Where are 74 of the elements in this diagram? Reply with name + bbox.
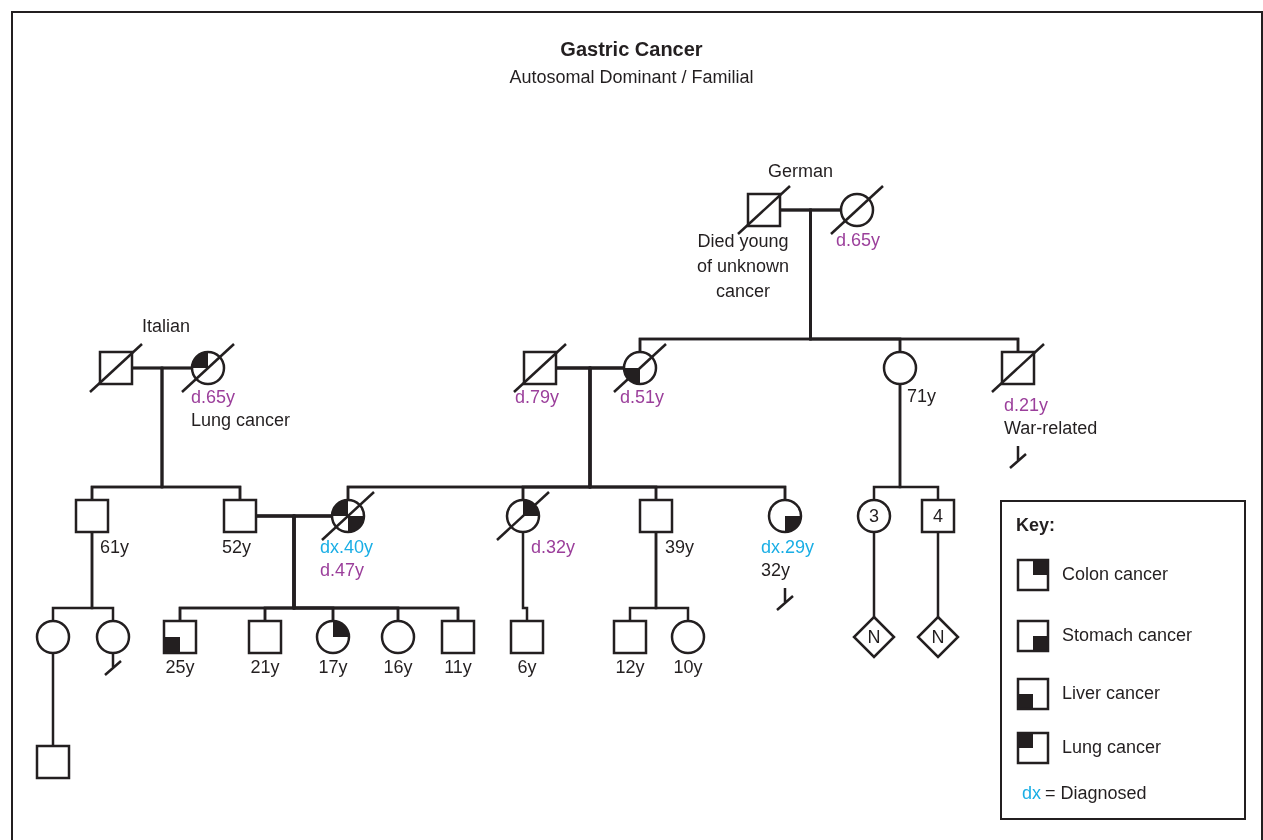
- annotation-text: 32y: [761, 559, 791, 582]
- female-circle: [317, 621, 349, 653]
- pedigree-line: [90, 532, 115, 621]
- annotation-text: War-related: [1004, 417, 1098, 440]
- male-square: [1002, 352, 1034, 384]
- annotation-text: 16y: [382, 656, 414, 679]
- subtitle: Autosomal Dominant / Familial: [508, 66, 755, 89]
- legend-text: Lung cancer: [1062, 736, 1162, 759]
- male-square: [164, 621, 196, 653]
- male-square: [524, 352, 556, 384]
- annotation-text: 39y: [665, 536, 695, 559]
- annotation-text: d.47y: [320, 559, 365, 582]
- pedigree-line: [51, 653, 55, 746]
- female-circle: [97, 621, 129, 653]
- female-circle: 3: [858, 500, 890, 532]
- annotation-text: 25y: [164, 656, 196, 679]
- annotation-text: d.51y: [620, 386, 665, 409]
- female-circle: [192, 352, 224, 384]
- male-square: [224, 500, 256, 532]
- male-square: [640, 500, 672, 532]
- annotation-text: dx.40y: [320, 536, 374, 559]
- male-square: [442, 621, 474, 653]
- diagram-title: Gastric Cancer: [559, 38, 704, 61]
- ethnicity-label: Italian: [142, 315, 191, 338]
- pedigree-line: [936, 532, 940, 617]
- annotation-text: d.65y: [836, 229, 881, 252]
- legend-text: = Diagnosed: [1045, 782, 1147, 805]
- annotation-text: 71y: [907, 385, 937, 408]
- annotation-text: 11y: [443, 656, 473, 679]
- legend-text: Colon cancer: [1062, 563, 1169, 586]
- pedigree-line: [654, 532, 690, 621]
- key-heading: Key:: [1016, 514, 1055, 537]
- ethnicity-label: German: [768, 160, 834, 183]
- pedigree-line: [160, 366, 242, 500]
- female-circle: [672, 621, 704, 653]
- note-text: Died young of unknown cancer: [695, 230, 791, 303]
- female-circle: [841, 194, 873, 226]
- annotation-text: d.32y: [531, 536, 576, 559]
- annotation-text: Lung cancer: [191, 409, 291, 432]
- annotation-text: 6y: [516, 656, 538, 679]
- legend-text: Stomach cancer: [1062, 624, 1193, 647]
- annotation-text: dx.29y: [761, 536, 815, 559]
- female-circle: [37, 621, 69, 653]
- annotation-text: 17y: [317, 656, 349, 679]
- female-circle: [769, 500, 801, 532]
- annotation-text: 12y: [614, 656, 646, 679]
- annotation-text: 21y: [249, 656, 281, 679]
- male-square: [37, 746, 69, 778]
- sex-unknown-diamond: N: [854, 617, 894, 657]
- male-square: [76, 500, 108, 532]
- legend-abbreviation: dx: [1022, 782, 1041, 805]
- male-square: [100, 352, 132, 384]
- pedigree-line: [521, 532, 529, 621]
- female-circle: [507, 500, 539, 532]
- annotation-text: 52y: [222, 536, 252, 559]
- male-square: [748, 194, 780, 226]
- female-circle: [624, 352, 656, 384]
- pedigree-line: [898, 384, 940, 500]
- annotation-text: 61y: [100, 536, 130, 559]
- male-square: [249, 621, 281, 653]
- annotation-text: d.79y: [515, 386, 560, 409]
- annotation-text: d.65y: [191, 386, 236, 409]
- pedigree-line: [872, 532, 876, 617]
- pedigree-line: [292, 514, 460, 621]
- female-circle: [884, 352, 916, 384]
- female-circle: [382, 621, 414, 653]
- female-circle: [332, 500, 364, 532]
- annotation-text: 10y: [672, 656, 704, 679]
- male-square: [511, 621, 543, 653]
- male-square: 4: [922, 500, 954, 532]
- sex-unknown-diamond: N: [918, 617, 958, 657]
- legend-text: Liver cancer: [1062, 682, 1161, 705]
- annotation-text: d.21y: [1004, 394, 1049, 417]
- male-square: [614, 621, 646, 653]
